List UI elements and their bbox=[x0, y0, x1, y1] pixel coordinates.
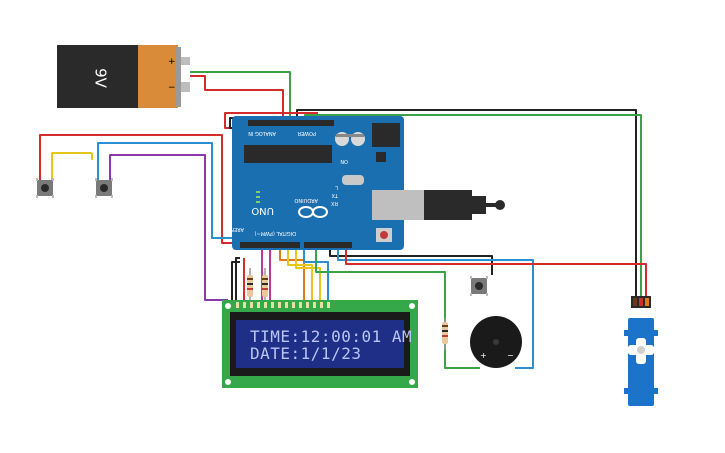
usb-port bbox=[372, 190, 424, 220]
buzzer-plus: + bbox=[480, 351, 487, 360]
wire-lcd-orange[interactable] bbox=[279, 250, 305, 300]
lcd-screen bbox=[236, 320, 404, 368]
battery-9v[interactable]: 9V + − bbox=[57, 45, 190, 108]
servo-motor[interactable] bbox=[624, 296, 658, 406]
pushbutton-3[interactable] bbox=[470, 276, 488, 296]
tx-label: TX bbox=[331, 192, 339, 198]
battery-minus: − bbox=[168, 83, 176, 93]
wire-button2-blue[interactable] bbox=[97, 142, 240, 239]
atmega-chip bbox=[244, 145, 332, 163]
crystal bbox=[342, 175, 364, 185]
wire-button1-red[interactable] bbox=[39, 134, 240, 244]
lcd-pin-header bbox=[236, 302, 330, 308]
analog-label: ANALOG IN bbox=[248, 130, 276, 136]
resistor-2[interactable] bbox=[262, 268, 268, 305]
digital-header-1 bbox=[240, 242, 300, 248]
servo-horn-icon bbox=[628, 338, 654, 364]
wire-buzzer-green[interactable] bbox=[315, 250, 480, 369]
pushbutton-1[interactable] bbox=[36, 178, 54, 198]
wire-battery-positive[interactable] bbox=[190, 75, 284, 128]
aref-label: AREF bbox=[231, 226, 244, 232]
analog-header bbox=[248, 120, 292, 126]
wire-lcd-yellow2[interactable] bbox=[295, 250, 321, 300]
pushbutton-2[interactable] bbox=[95, 178, 113, 198]
wire-button3-blue[interactable] bbox=[337, 250, 534, 369]
l-label: L bbox=[335, 184, 338, 190]
battery-plus: + bbox=[168, 57, 176, 67]
on-label: ON bbox=[340, 158, 348, 164]
power-header bbox=[290, 120, 334, 126]
buzzer-minus: − bbox=[507, 351, 514, 360]
wire-servo-red[interactable] bbox=[345, 250, 647, 300]
arduino-model: UNO bbox=[251, 205, 274, 216]
lcd-line-1: TIME:12:00:01 AM bbox=[250, 327, 412, 346]
wire-button2-purple[interactable] bbox=[109, 154, 228, 301]
piezo-buzzer[interactable]: + − bbox=[470, 316, 522, 368]
wire-button3-black[interactable] bbox=[329, 250, 493, 275]
lcd-line-2: DATE:1/1/23 bbox=[250, 344, 361, 363]
digital-label: DIGITAL (PWM~) bbox=[254, 230, 296, 236]
arduino-brand: ARDUINO bbox=[294, 197, 318, 203]
power-label: POWER bbox=[297, 130, 316, 136]
wire-button1-yellow[interactable] bbox=[51, 152, 92, 185]
resistor-1[interactable] bbox=[247, 268, 253, 305]
wire-lcd-black2[interactable] bbox=[231, 261, 240, 300]
power-jack bbox=[372, 123, 400, 147]
wire-lcd-yellow1[interactable] bbox=[287, 250, 313, 300]
rx-label: RX bbox=[331, 200, 338, 206]
lcd-module[interactable]: TIME:12:00:01 AM DATE:1/1/23 bbox=[222, 300, 418, 388]
arduino-logo-icon bbox=[298, 206, 328, 218]
wire-lcd-black[interactable] bbox=[235, 257, 240, 300]
battery-label: 9V bbox=[92, 68, 110, 89]
wire-battery-negative[interactable] bbox=[190, 71, 291, 128]
resistor-3[interactable] bbox=[442, 318, 448, 350]
digital-header-2 bbox=[304, 242, 352, 248]
arduino-uno[interactable]: UNO ARDUINO POWER ANALOG IN DIGITAL (PWM… bbox=[231, 116, 505, 250]
